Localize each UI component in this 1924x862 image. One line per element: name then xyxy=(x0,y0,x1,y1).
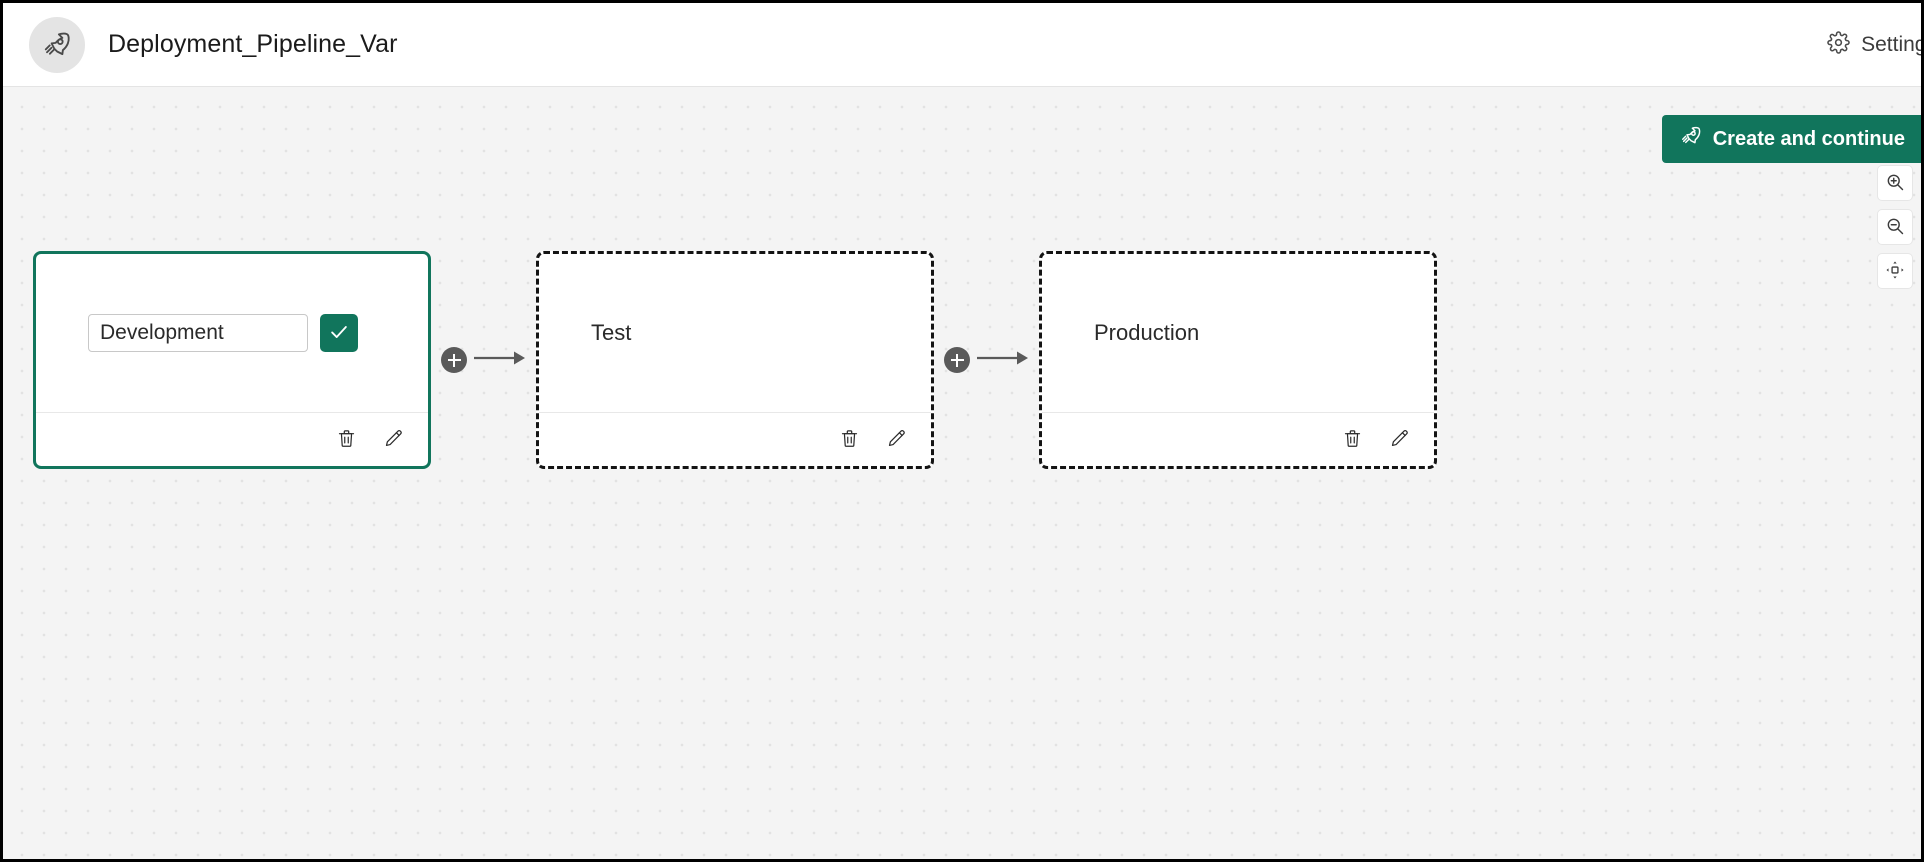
add-stage-button-1[interactable] xyxy=(441,347,467,373)
node-body xyxy=(36,254,428,412)
stage-name-label: Production xyxy=(1094,320,1200,345)
add-stage-button-2[interactable] xyxy=(944,347,970,373)
zoom-in-icon xyxy=(1885,172,1905,195)
create-and-continue-button[interactable]: Create and continue xyxy=(1661,115,1921,163)
check-icon xyxy=(328,321,350,346)
pipeline-node-production[interactable]: Production xyxy=(1039,251,1437,469)
rocket-icon xyxy=(29,16,85,73)
rocket-icon xyxy=(1680,125,1702,153)
header-actions: Settings xyxy=(1827,30,1921,59)
confirm-stage-name-button[interactable] xyxy=(320,314,358,352)
zoom-out-icon xyxy=(1885,216,1905,239)
edit-stage-button[interactable] xyxy=(884,426,909,454)
delete-stage-button[interactable] xyxy=(334,426,359,454)
fit-to-view-button[interactable] xyxy=(1877,253,1913,289)
page-title: Deployment_Pipeline_Var xyxy=(108,30,398,58)
node-footer xyxy=(36,412,428,466)
node-body: Production xyxy=(1042,254,1434,412)
zoom-out-button[interactable] xyxy=(1877,209,1913,245)
pipeline-node-test[interactable]: Test xyxy=(536,251,934,469)
node-body: Test xyxy=(539,254,931,412)
delete-stage-button[interactable] xyxy=(1340,426,1365,454)
arrow-right-icon xyxy=(977,350,1029,371)
zoom-in-button[interactable] xyxy=(1877,165,1913,201)
pipeline-node-development[interactable] xyxy=(33,251,431,469)
delete-stage-button[interactable] xyxy=(837,426,862,454)
pencil-icon xyxy=(1389,428,1410,452)
pipeline-connector-2 xyxy=(934,251,1039,469)
pipeline-canvas[interactable]: Create and continue xyxy=(3,87,1921,859)
gear-icon[interactable] xyxy=(1827,30,1850,59)
settings-label[interactable]: Settings xyxy=(1861,32,1921,56)
trash-icon xyxy=(839,428,860,452)
pipeline-connector-1 xyxy=(431,251,536,469)
pencil-icon xyxy=(383,428,404,452)
zoom-toolbar xyxy=(1877,165,1913,289)
edit-stage-button[interactable] xyxy=(1387,426,1412,454)
node-footer xyxy=(1042,412,1434,466)
stage-name-label: Test xyxy=(591,320,632,345)
arrow-right-icon xyxy=(474,350,526,371)
pencil-icon xyxy=(886,428,907,452)
app-header: Deployment_Pipeline_Var Settings xyxy=(3,3,1921,87)
node-edit-row xyxy=(88,314,358,352)
trash-icon xyxy=(1342,428,1363,452)
trash-icon xyxy=(336,428,357,452)
node-footer xyxy=(539,412,931,466)
fit-view-icon xyxy=(1885,260,1905,283)
create-and-continue-label: Create and continue xyxy=(1712,127,1905,150)
edit-stage-button[interactable] xyxy=(381,426,406,454)
stage-name-input[interactable] xyxy=(88,314,308,352)
pipeline-flow: Test xyxy=(33,251,1437,469)
